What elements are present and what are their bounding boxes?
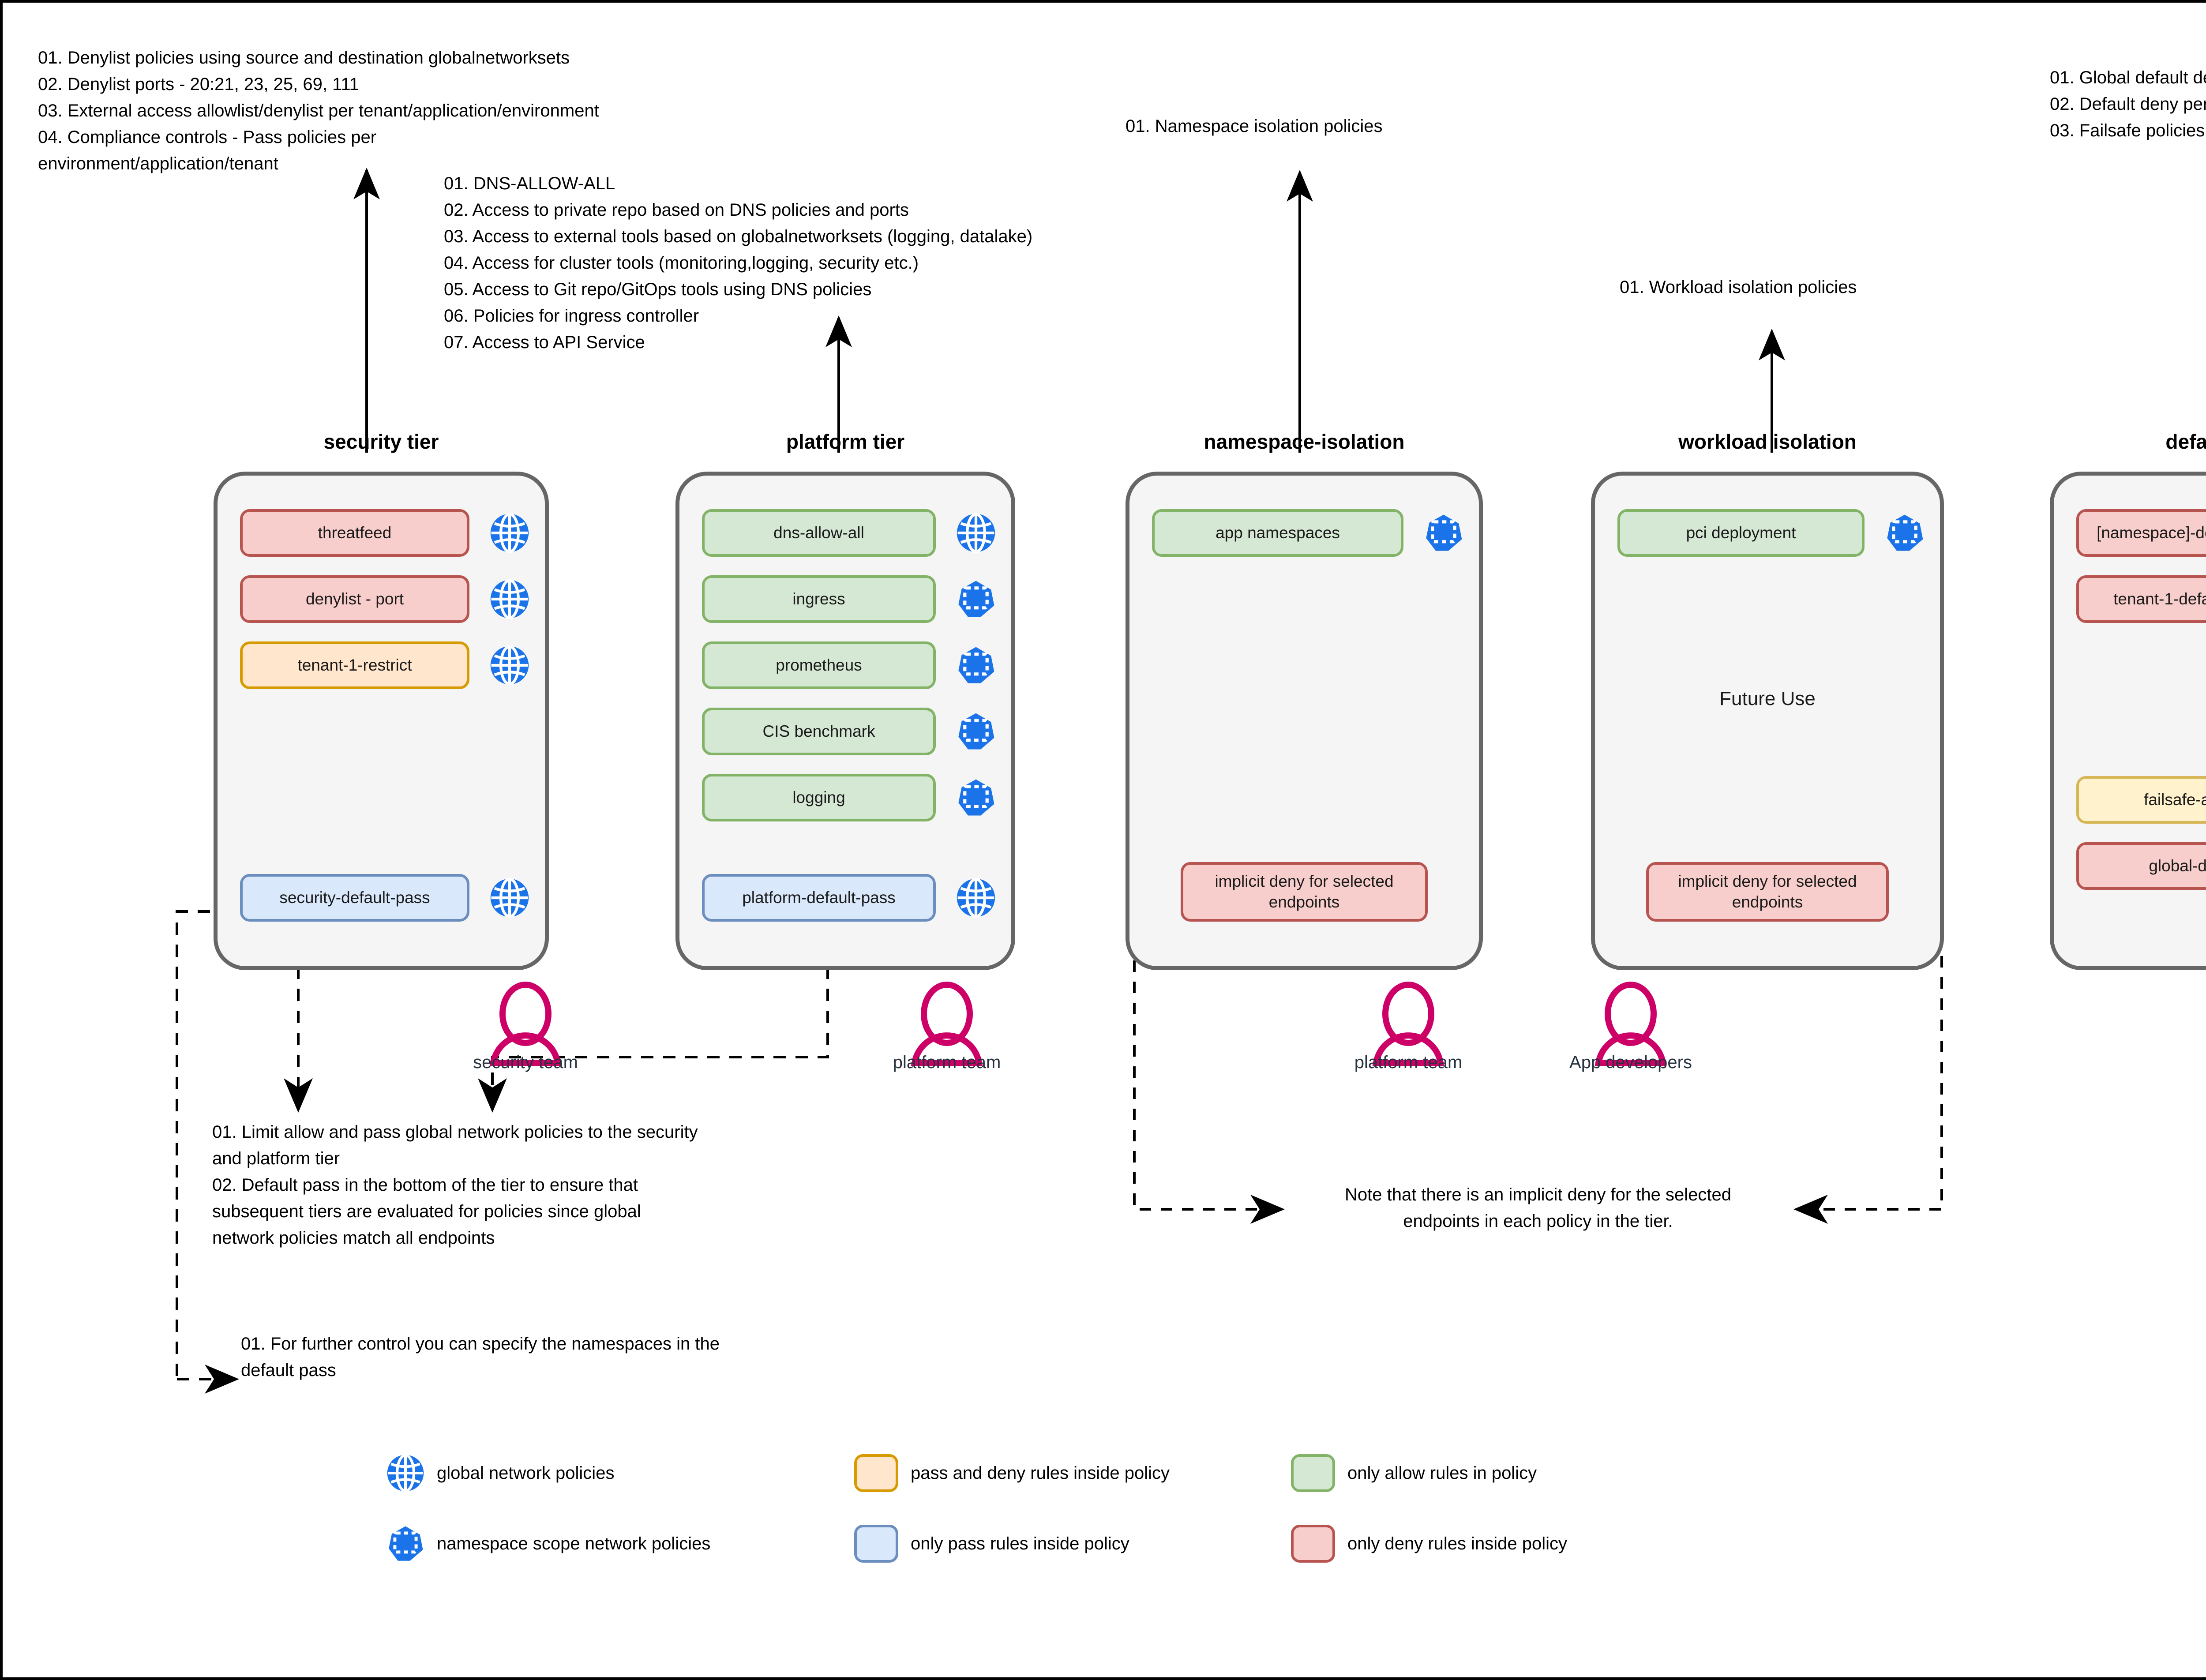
annotation-default-pass-note: 01. For further control you can specify …	[241, 1334, 720, 1380]
policy-box[interactable]: ingress	[702, 575, 936, 623]
legend-swatch	[854, 1454, 898, 1492]
legend-swatch	[854, 1525, 898, 1563]
legend-item: only deny rules inside policy	[1291, 1525, 1567, 1563]
legend-item: only allow rules in policy	[1291, 1454, 1537, 1492]
legend-label: only pass rules inside policy	[911, 1534, 1129, 1553]
namespace-icon	[1885, 513, 1925, 553]
globe-icon	[490, 513, 529, 553]
globe-icon	[386, 1454, 424, 1492]
legend-swatch	[1291, 1454, 1335, 1492]
bottom-policy-box[interactable]: implicit deny for selected endpoints	[1646, 862, 1889, 922]
namespace-icon	[958, 581, 994, 617]
namespace-icon	[958, 779, 994, 816]
annotation-security-bottom-note: 01. Limit allow and pass global network …	[212, 1122, 698, 1248]
bottom-policy-box[interactable]: security-default-pass	[240, 874, 469, 922]
namespace-icon	[958, 647, 994, 683]
tier-title: namespace-isolation	[1204, 430, 1405, 453]
policy-box[interactable]: tenant-1-restrict	[240, 641, 469, 689]
globe-icon	[490, 579, 529, 619]
namespace-icon	[1887, 514, 1923, 551]
globe-icon	[956, 878, 996, 918]
policy-box[interactable]: denylist - port	[240, 575, 469, 623]
legend-item: only pass rules inside policy	[854, 1525, 1129, 1563]
legend-label: only allow rules in policy	[1347, 1463, 1537, 1483]
globe-icon	[490, 579, 529, 619]
tier-title: platform tier	[786, 430, 905, 453]
policy-box[interactable]: CIS benchmark	[702, 708, 936, 755]
namespace-icon	[389, 1526, 423, 1561]
namespace-icon	[958, 713, 994, 750]
legend-swatch	[1291, 1525, 1335, 1563]
tier-title: security tier	[323, 430, 439, 453]
globe-icon	[490, 513, 529, 553]
annotation-implicit-deny-note: Note that there is an implicit deny for …	[1344, 1185, 1731, 1231]
namespace-icon	[1424, 513, 1463, 553]
tier-title: workload isolation	[1678, 430, 1857, 453]
future-use-label: Future Use	[1719, 688, 1816, 709]
namespace-icon	[1426, 514, 1462, 551]
annotation-platform-notes: 01. DNS-ALLOW-ALL 02. Access to private …	[444, 174, 1033, 352]
namespace-icon	[956, 712, 996, 751]
tier-title: default tier	[2165, 430, 2206, 453]
namespace-icon	[956, 778, 996, 818]
team-label-app-developers: App developers	[1569, 1053, 1692, 1072]
namespace-icon	[386, 1525, 424, 1563]
namespace-icon	[956, 645, 996, 685]
legend-label: only deny rules inside policy	[1347, 1534, 1568, 1553]
policy-box[interactable]: app namespaces	[1152, 509, 1403, 557]
team-label-security-1: security team	[473, 1053, 578, 1072]
policy-box[interactable]: threatfeed	[240, 509, 469, 557]
team-label-platform-2: platform team	[1354, 1053, 1463, 1072]
legend-item: pass and deny rules inside policy	[854, 1454, 1170, 1492]
policy-box[interactable]: tenant-1-default-deny	[2076, 575, 2206, 623]
globe-icon	[957, 513, 995, 553]
policy-box[interactable]: global-deny	[2076, 842, 2206, 890]
globe-icon	[490, 645, 529, 686]
team-label-platform-1: platform team	[893, 1053, 1001, 1072]
annotation-namespace-notes: 01. Namespace isolation policies	[1126, 116, 1383, 136]
policy-box[interactable]: logging	[702, 774, 936, 821]
globe-icon	[490, 645, 529, 686]
policy-box[interactable]: [namespace]-default-deny	[2076, 509, 2206, 557]
annotation-workload-notes: 01. Workload isolation policies	[1620, 278, 1857, 297]
legend-item: global network policies	[386, 1454, 614, 1492]
policy-box[interactable]: dns-allow-all	[702, 509, 936, 557]
legend-item: namespace scope network policies	[386, 1525, 710, 1563]
namespace-icon	[956, 579, 996, 619]
policy-box[interactable]: prometheus	[702, 641, 936, 689]
globe-icon	[490, 878, 529, 918]
policy-box[interactable]: pci deployment	[1617, 509, 1865, 557]
globe-icon	[490, 878, 529, 918]
legend-label: pass and deny rules inside policy	[911, 1463, 1170, 1483]
globe-icon	[387, 1454, 424, 1492]
bottom-policy-box[interactable]: platform-default-pass	[702, 874, 936, 922]
legend-label: global network policies	[437, 1463, 615, 1483]
globe-icon	[957, 878, 995, 918]
annotation-default-notes: 01. Global default deny 02. Default deny…	[2050, 68, 2206, 140]
legend-label: namespace scope network policies	[437, 1534, 711, 1553]
policy-box[interactable]: failsafe-allow	[2076, 776, 2206, 824]
globe-icon	[956, 513, 996, 553]
annotation-security-notes: 01. Denylist policies using source and d…	[38, 48, 599, 173]
bottom-policy-box[interactable]: implicit deny for selected endpoints	[1181, 862, 1428, 922]
